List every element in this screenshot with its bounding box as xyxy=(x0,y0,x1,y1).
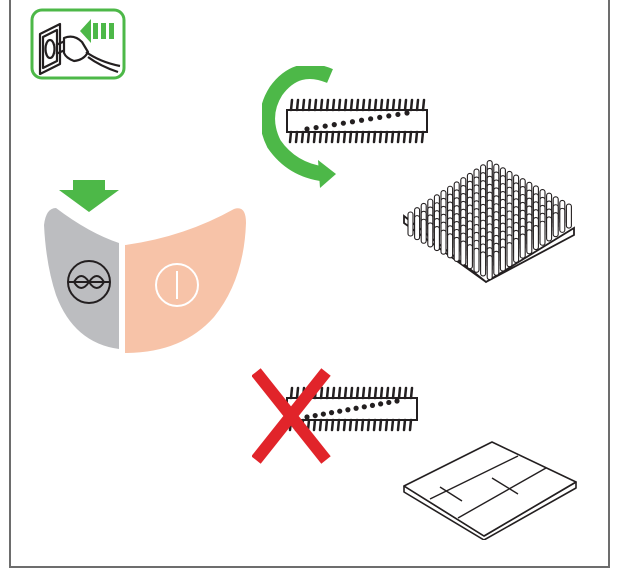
unplug-arrow xyxy=(80,19,114,43)
carpet-pile xyxy=(407,159,572,281)
plug xyxy=(55,35,121,74)
rotation-arrow xyxy=(262,66,333,182)
unplug-from-wall-socket-icon xyxy=(30,8,126,80)
floor-planks xyxy=(429,455,547,519)
bristles-top xyxy=(289,98,426,112)
carpet-base xyxy=(403,214,575,284)
wall-socket xyxy=(38,22,62,76)
bristle-spiral xyxy=(304,398,400,420)
floor-surface xyxy=(403,441,577,537)
press-down-arrow xyxy=(59,180,119,212)
rotating-brushroll-illustration xyxy=(262,66,428,188)
brushroll-toggle-icon xyxy=(67,260,111,304)
handle-control-buttons xyxy=(44,208,246,353)
stopped-brushroll-illustration xyxy=(252,368,418,464)
power-button xyxy=(125,208,246,353)
bristle-spiral xyxy=(304,110,410,132)
brushroll-button xyxy=(44,208,119,349)
carpet-icon xyxy=(403,159,575,284)
hard-floor-icon xyxy=(403,441,577,540)
power-symbol-icon xyxy=(155,263,199,307)
bristles-bottom xyxy=(288,130,425,144)
red-cross-icon xyxy=(252,368,331,464)
